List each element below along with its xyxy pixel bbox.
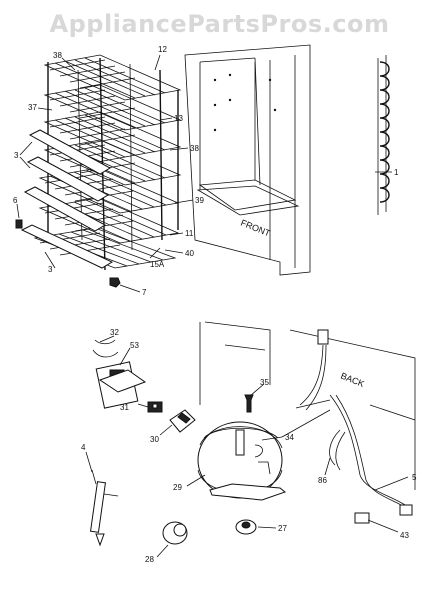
callout-53: 53 (130, 341, 139, 350)
door-shelf-rail (20, 129, 114, 269)
grommet (235, 519, 257, 535)
callout-5: 5 (412, 473, 417, 482)
callout-86: 86 (318, 476, 327, 485)
callout-38b: 38 (190, 144, 199, 153)
callout-27: 27 (278, 524, 287, 533)
callout-3b: 3 (48, 265, 53, 274)
freezer-cabinet (184, 44, 311, 276)
callout-4: 4 (81, 443, 86, 452)
callout-15a: 15A (150, 260, 165, 269)
callout-39: 39 (195, 196, 204, 205)
callout-13: 13 (174, 114, 183, 123)
callout-43: 43 (400, 531, 409, 540)
wiring-harness (295, 329, 413, 524)
condenser-coil (377, 55, 390, 215)
callout-37: 37 (28, 103, 37, 112)
callout-3a: 3 (14, 151, 19, 160)
screw (109, 277, 121, 288)
callout-35: 35 (260, 378, 269, 387)
compressor (197, 421, 287, 501)
start-relay (92, 339, 147, 409)
callout-29: 29 (173, 483, 182, 492)
callout-34: 34 (285, 433, 294, 442)
callout-labels: 38 12 37 13 3 38 1 6 39 11 40 3 15A 7 32… (13, 45, 417, 564)
callout-7: 7 (142, 288, 147, 297)
callout-32: 32 (110, 328, 119, 337)
screw (15, 219, 23, 229)
callout-6: 6 (13, 196, 18, 205)
filter-drier (89, 469, 119, 547)
wire-shelf (43, 84, 182, 131)
back-label: BACK (339, 371, 365, 389)
watermark: AppliancePartsPros.com (49, 10, 390, 38)
grommet (162, 521, 188, 545)
callout-30: 30 (150, 435, 159, 444)
leader-lines (16, 54, 409, 558)
callout-38a: 38 (53, 51, 62, 60)
relay-cover (169, 409, 196, 433)
callout-11: 11 (185, 229, 194, 238)
bolt (244, 394, 254, 413)
front-label: FRONT (239, 218, 272, 239)
cabinet-back (199, 321, 416, 490)
relay-clip (147, 401, 163, 413)
callout-28: 28 (145, 555, 154, 564)
callout-1: 1 (394, 168, 399, 177)
callout-12: 12 (158, 45, 167, 54)
wire-shelf (43, 54, 182, 101)
callout-31: 31 (120, 403, 129, 412)
callout-40: 40 (185, 249, 194, 258)
